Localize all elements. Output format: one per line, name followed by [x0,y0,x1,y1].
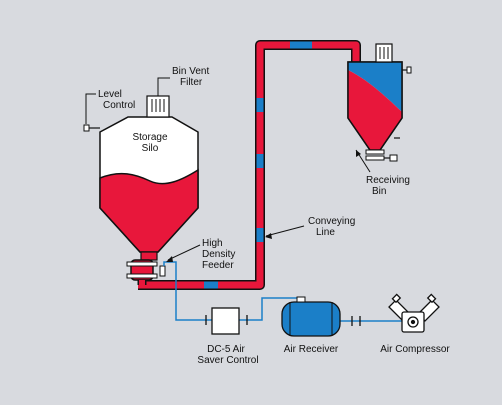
bin-vent-filter [146,95,170,118]
conveying-pipe [138,41,360,289]
label-receiving-bin: Receiving Bin [366,175,410,197]
label-line: Control [103,100,135,111]
label-line: Density [202,249,235,260]
label-line: Saver Control [197,355,258,366]
pipe-segment-blue [256,98,264,112]
bin-level-sensor-head [406,66,412,74]
label-line: Filter [180,77,203,88]
label-line: DC-5 Air [207,344,245,355]
arrowhead [166,256,173,262]
feeder-flange-bottom [126,273,158,279]
leader-conveying-line [265,225,305,237]
arrowhead [356,150,361,157]
label-air-compressor: Air Compressor [380,344,450,355]
storage-silo [83,95,199,261]
air-line-to-feeder [163,261,212,321]
pipe-segment-blue [204,281,218,289]
receiving-bin-air [348,62,402,112]
pipe-segment-blue [256,228,264,242]
label-line: Bin Vent [172,66,209,77]
bin-discharge-actuator-head [389,154,398,162]
arrowhead [265,233,272,239]
air-receiver [281,296,341,337]
label-line: High [202,238,223,249]
label-line: Storage [132,132,167,143]
pipe-segment-blue [256,154,264,168]
conveying-line [138,40,361,290]
feeder-valve [159,265,166,277]
label-bin-vent-filter: Bin Vent Filter [172,66,209,88]
label-line: Conveying [308,216,355,227]
receiving-bin-material [348,70,402,150]
label-line: Line [316,227,335,238]
leader-level-control [85,93,96,124]
level-control-sensor [83,124,90,132]
air-compressor [388,293,440,333]
bin-discharge-flange [365,149,385,155]
feeder-flange-top [126,261,158,267]
label-line: Bin [372,186,386,197]
leader-bin-vent-filter [157,77,170,96]
pipe-segment-blue [290,41,312,49]
label-level-control: Level Control [98,89,135,111]
label-air-receiver: Air Receiver [284,344,339,355]
label-line: Feeder [202,260,234,271]
high-density-feeder [126,259,166,285]
compressor-shaft [410,319,416,325]
label-high-density-feeder: High Density Feeder [202,238,235,271]
label-line: Level [98,89,122,100]
air-receiver-tank [281,301,341,337]
compressor-head-left [391,293,402,304]
label-air-saver-control: DC-5 Air Saver Control [197,344,258,366]
label-storage-silo: Storage Silo [132,132,167,154]
label-line: Receiving [366,175,410,186]
air-saver-control-box [211,307,240,335]
label-conveying-line: Conveying Line [308,216,355,238]
leader-high-density-feeder [167,244,201,261]
silo-material [99,168,199,253]
label-line: Silo [142,143,159,154]
bin-discharge-flange [365,155,385,161]
compressor-head-right [426,293,437,304]
silo-outlet [140,251,158,261]
receiving-bin [347,43,412,162]
tank-inlet [296,296,306,303]
